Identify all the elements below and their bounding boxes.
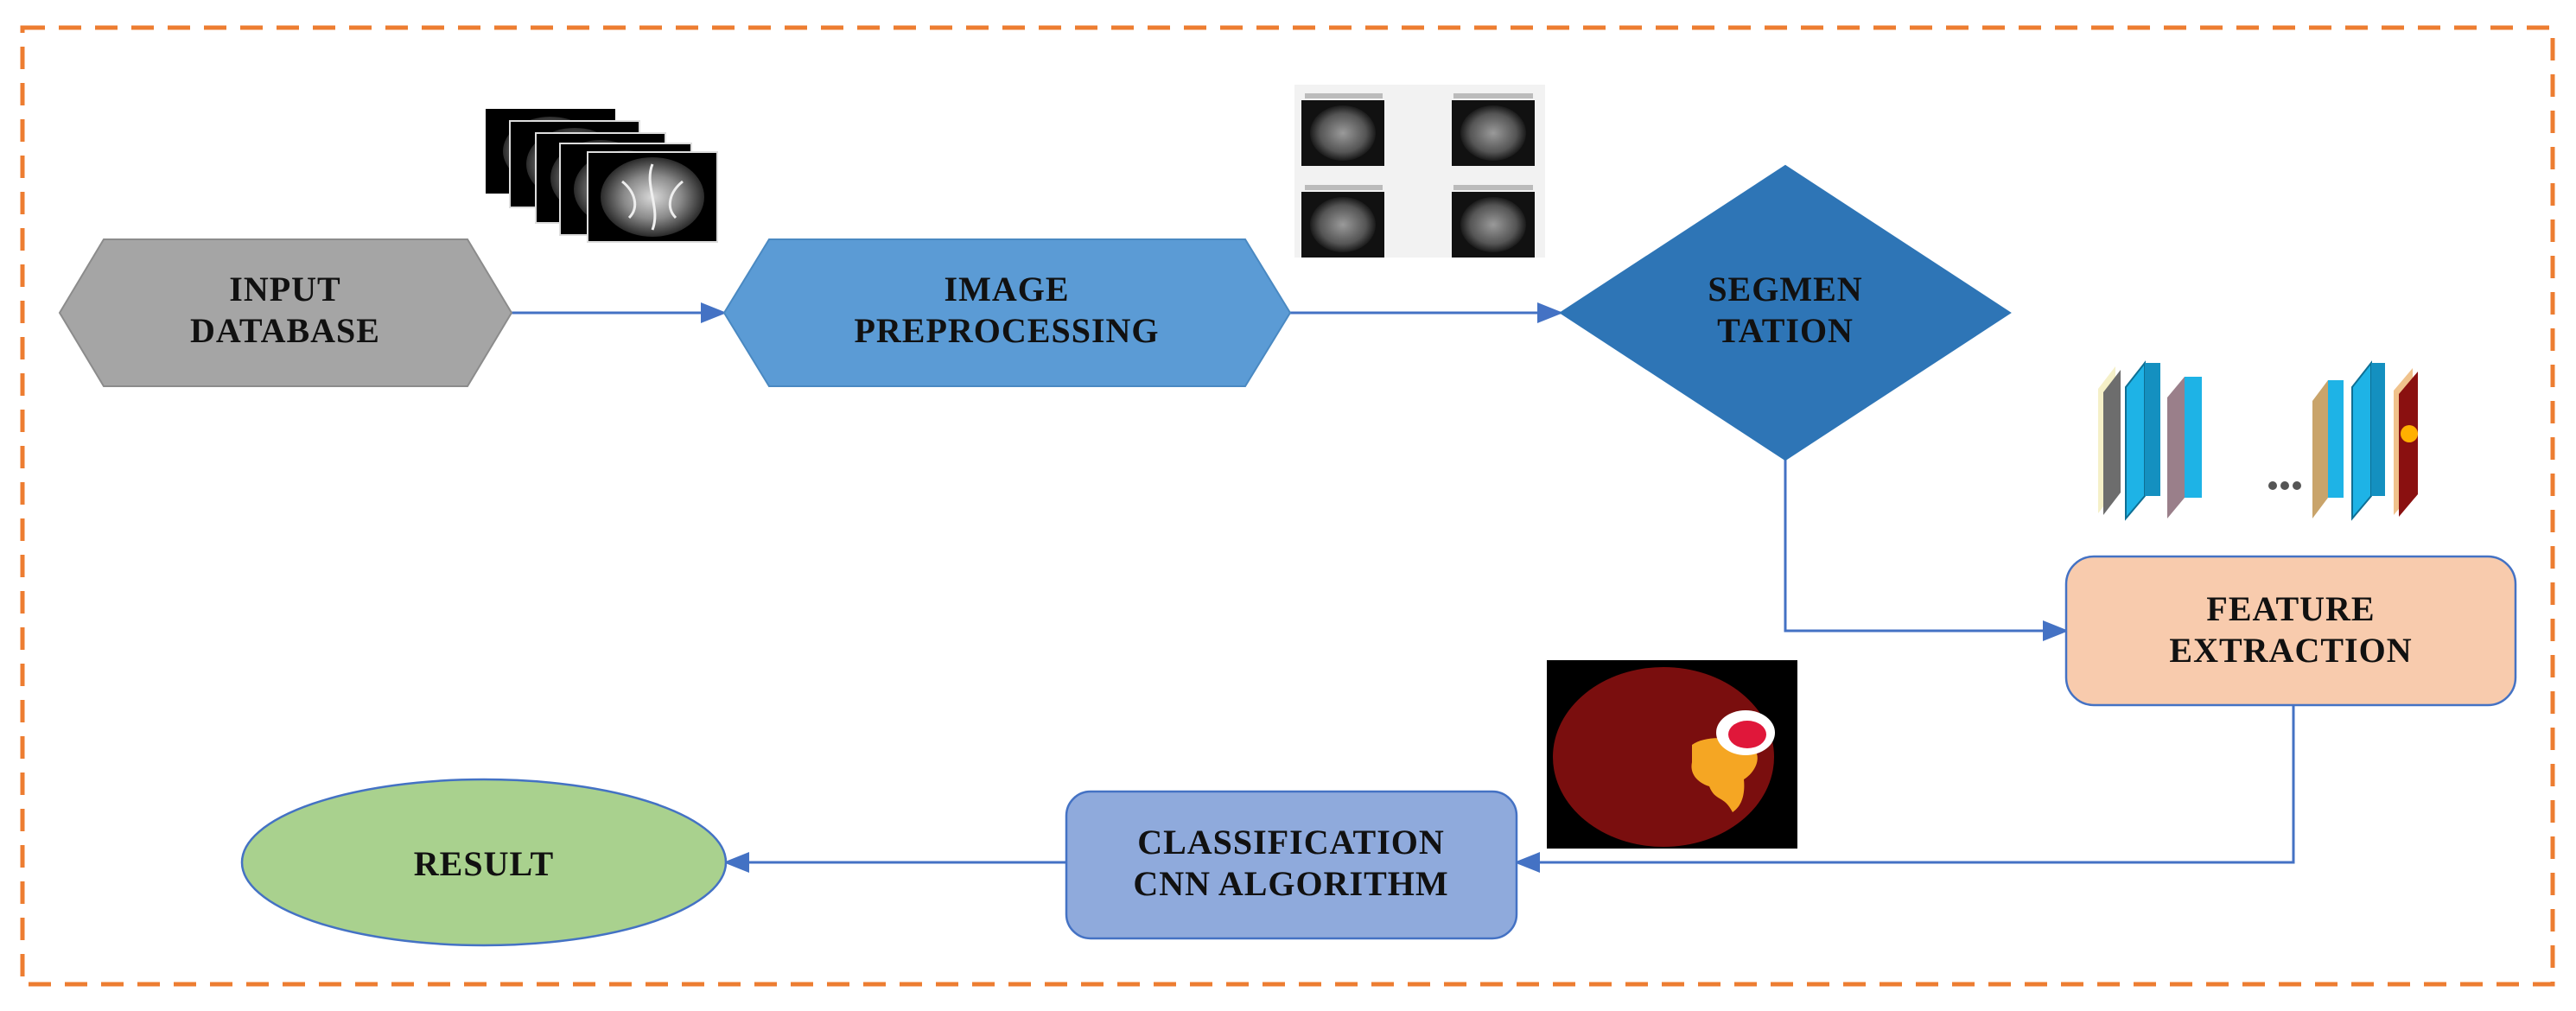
cnn-layers-icon [2098, 360, 2418, 521]
feature-extraction-label-line1: FEATURE [2206, 589, 2375, 628]
input-database-label-line2: DATABASE [190, 311, 380, 350]
connector-segmentation-to-feature [1784, 460, 2069, 641]
node-feature-extraction: FEATURE EXTRACTION [2064, 555, 2517, 707]
segmentation-label-line2: TATION [1717, 311, 1854, 350]
input-database-label-line1: INPUT [229, 270, 340, 308]
result-shape [240, 778, 728, 947]
feature-extraction-label-line2: EXTRACTION [2169, 631, 2412, 670]
node-classification: CLASSIFICATION CNN ALGORITHM [1065, 790, 1518, 940]
image-preprocessing-shape [722, 238, 1292, 387]
segmentation-label-line1: SEGMEN [1708, 270, 1862, 308]
node-result: RESULT [240, 778, 728, 947]
node-image-preprocessing: IMAGE PREPROCESSING [722, 238, 1292, 387]
feature-extraction-shape [2064, 555, 2517, 707]
segmentation-shape [1559, 164, 2012, 461]
result-label: RESULT [414, 844, 554, 883]
segmented-tumor-image-icon [1547, 660, 1797, 849]
connector-feature-to-classification [1514, 705, 2295, 873]
classification-shape [1065, 790, 1518, 940]
input-database-shape [58, 238, 513, 387]
image-preprocessing-label-line1: IMAGE [945, 270, 1070, 308]
classification-label-line1: CLASSIFICATION [1137, 823, 1445, 862]
mri-slice-stack-icon [486, 109, 718, 243]
classification-label-line2: CNN ALGORITHM [1133, 864, 1448, 903]
preprocessing-image-grid-icon [1294, 85, 1545, 258]
image-preprocessing-label-line2: PREPROCESSING [854, 311, 1159, 350]
node-segmentation: SEGMEN TATION [1559, 164, 2012, 461]
node-input-database: INPUT DATABASE [58, 238, 513, 387]
